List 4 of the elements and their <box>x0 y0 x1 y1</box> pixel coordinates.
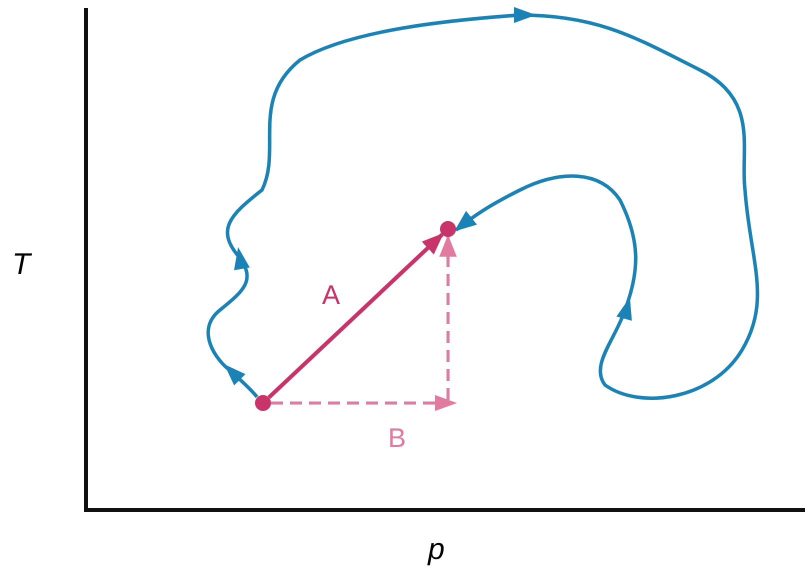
state-point <box>255 395 271 411</box>
axis-label: T <box>12 250 30 280</box>
state-point <box>440 221 456 237</box>
axis-label: p <box>428 535 445 565</box>
